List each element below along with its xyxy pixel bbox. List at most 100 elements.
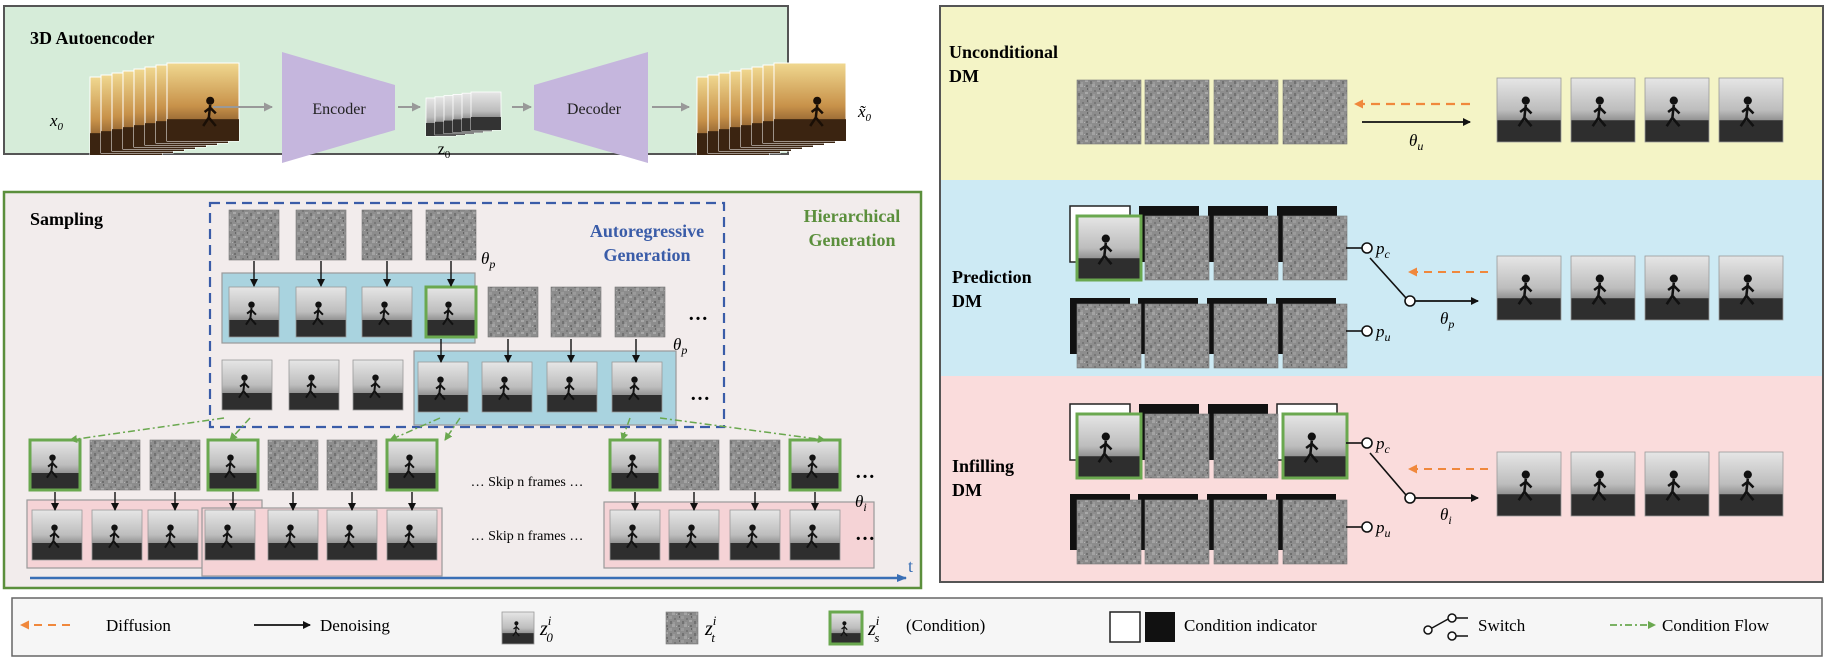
input-video-stack xyxy=(89,62,240,156)
condition-frame xyxy=(206,438,260,492)
noise-frame xyxy=(425,209,477,261)
clean-frame xyxy=(31,509,83,561)
pu-label: pu xyxy=(1375,322,1391,344)
noise-frame xyxy=(1213,303,1279,369)
legend-denoising: Denoising xyxy=(320,616,390,635)
clean-frame xyxy=(221,359,273,411)
condition-frame xyxy=(788,438,842,492)
condition-frame xyxy=(28,438,82,492)
decoder-label: Decoder xyxy=(567,101,622,118)
theta-i-label: θi xyxy=(855,492,867,514)
clean-frame xyxy=(609,509,661,561)
theta-p-label: θp xyxy=(481,249,495,271)
switch-node xyxy=(1361,521,1373,533)
clean-frame xyxy=(326,509,378,561)
pc-label: pc xyxy=(1375,434,1391,456)
noise-frame xyxy=(1144,215,1210,281)
noise-frame xyxy=(487,286,539,338)
clean-frame xyxy=(417,361,469,413)
noise-frame xyxy=(1282,79,1348,145)
noise-frame xyxy=(614,286,666,338)
condition-frame xyxy=(424,285,478,339)
model-frames xyxy=(1069,77,1784,565)
clean-frame xyxy=(267,509,319,561)
legend-condition-indicator: Condition indicator xyxy=(1184,616,1317,635)
noise-frame xyxy=(295,209,347,261)
noise-frame xyxy=(1144,303,1210,369)
infilling-switch: pc pu θi xyxy=(1346,434,1488,540)
noise-frame xyxy=(1144,79,1210,145)
noise-frame xyxy=(1213,79,1279,145)
ellipsis: … xyxy=(855,461,875,483)
output-video-stack xyxy=(696,62,847,156)
noise-frame xyxy=(1282,303,1348,369)
clean-frame xyxy=(1570,255,1636,321)
latent-label: z0 xyxy=(438,141,451,161)
switch-node xyxy=(1404,295,1416,307)
ellipsis: … xyxy=(690,383,710,405)
input-label: x0 xyxy=(49,111,64,133)
legend-diffusion: Diffusion xyxy=(106,616,171,635)
clean-frame xyxy=(204,509,256,561)
clean-frame xyxy=(288,359,340,411)
clean-frame xyxy=(1496,255,1562,321)
noise-frame xyxy=(149,439,201,491)
noise-frame xyxy=(1282,215,1348,281)
legend-switch: Switch xyxy=(1478,616,1526,635)
clean-frame xyxy=(1644,77,1710,143)
switch-node xyxy=(1361,437,1373,449)
switch-node xyxy=(1361,242,1373,254)
skip-frames-label: … Skip n frames … xyxy=(471,529,584,544)
legend-condition-white xyxy=(1109,611,1141,643)
noise-frame xyxy=(326,439,378,491)
condition-frame xyxy=(1075,214,1143,282)
sampling-arrows xyxy=(51,261,826,511)
condition-flow-arrow xyxy=(444,417,461,441)
condition-frame xyxy=(608,438,662,492)
clean-frame xyxy=(1718,255,1784,321)
legend-zt-icon xyxy=(665,611,699,645)
switch-node xyxy=(1361,325,1373,337)
condition-frame xyxy=(1281,412,1349,480)
clean-frame xyxy=(1718,77,1784,143)
ellipsis: … xyxy=(855,523,875,545)
clean-frame xyxy=(1496,451,1562,517)
noise-frame xyxy=(267,439,319,491)
noise-frame xyxy=(1213,413,1279,479)
clean-frame xyxy=(1570,77,1636,143)
clean-frame xyxy=(481,361,533,413)
noise-frame xyxy=(1282,499,1348,565)
clean-frame xyxy=(352,359,404,411)
clean-frame xyxy=(147,509,199,561)
latent-frame xyxy=(470,91,502,131)
noise-frame xyxy=(1213,215,1279,281)
legend-z0-icon xyxy=(501,611,535,645)
clean-frame xyxy=(1644,255,1710,321)
noise-frame xyxy=(361,209,413,261)
sampling-title: Sampling xyxy=(30,209,103,229)
noise-frame xyxy=(729,439,781,491)
legend-condition-flow: Condition Flow xyxy=(1662,616,1770,635)
time-axis-label: t xyxy=(908,556,913,576)
switch-node xyxy=(1404,492,1416,504)
clean-frame xyxy=(789,509,841,561)
pc-label: pc xyxy=(1375,239,1391,261)
noise-frame xyxy=(550,286,602,338)
noise-frame xyxy=(1213,499,1279,565)
noise-frame xyxy=(1076,303,1142,369)
sampling-frames xyxy=(28,209,842,561)
theta-i-label: θi xyxy=(1440,505,1452,527)
clean-frame xyxy=(1570,451,1636,517)
condition-flow-arrow xyxy=(69,417,225,443)
autoregressive-box xyxy=(208,201,726,429)
